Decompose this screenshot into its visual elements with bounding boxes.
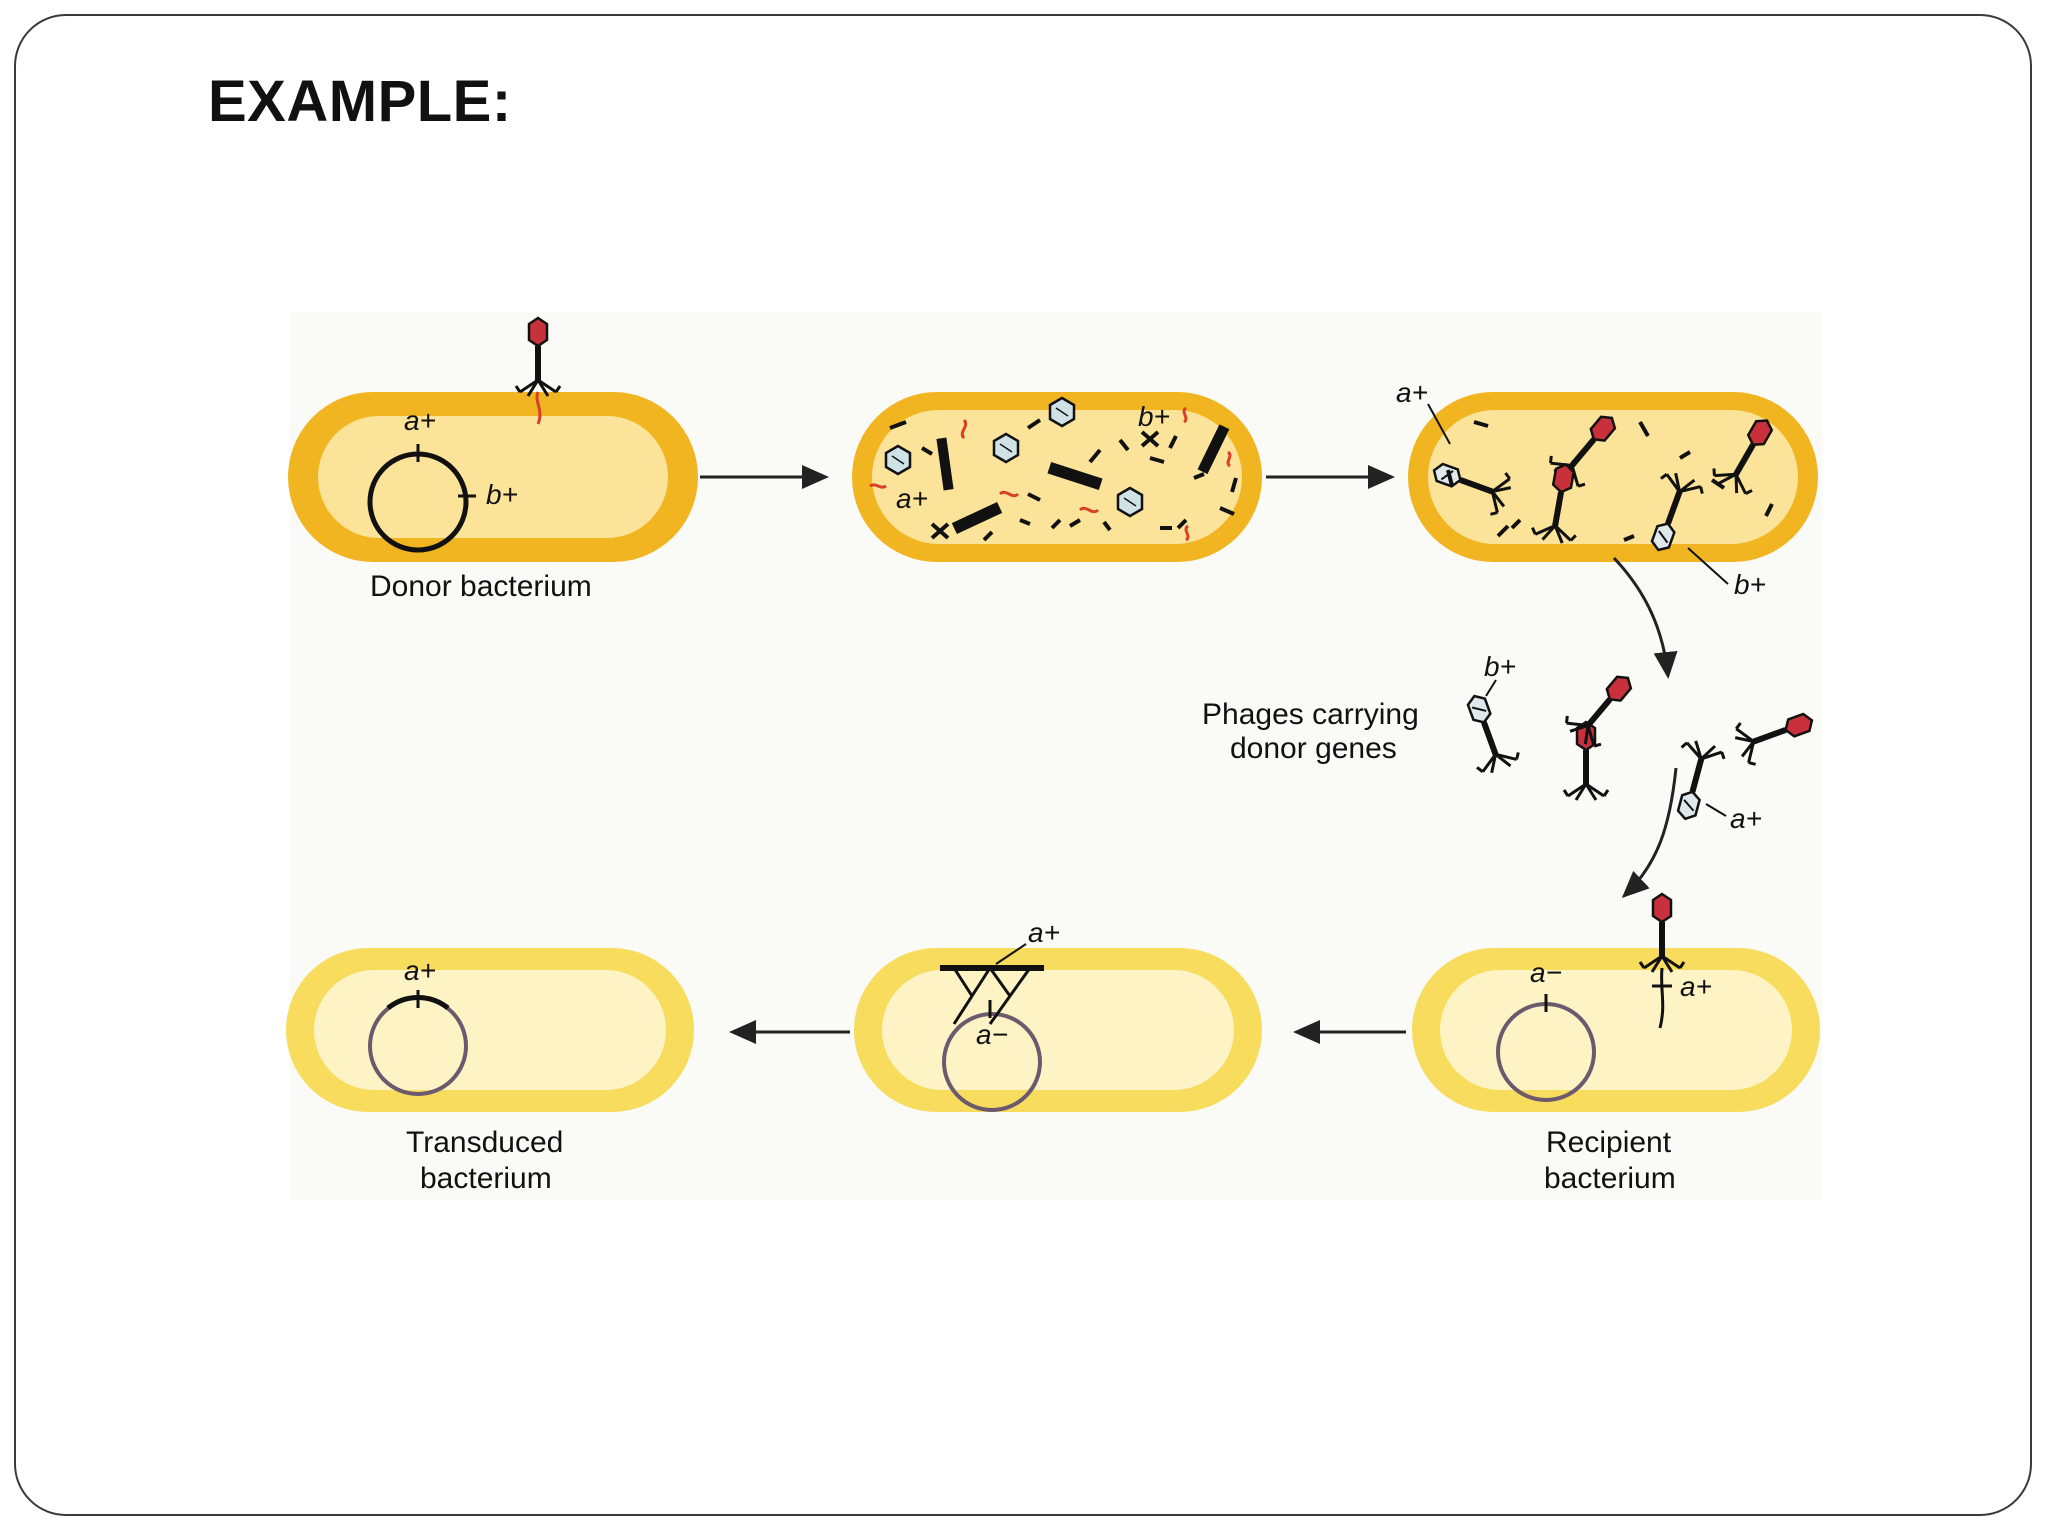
released-gene-a-plus-label: a+ (1730, 803, 1762, 834)
phage-icon (1559, 662, 1647, 754)
recipient-cell: a− a+ (1412, 892, 1820, 1112)
donor-cell: a+ b+ (288, 316, 698, 562)
arrow-infection (1621, 767, 1678, 899)
recipient-cell-cytoplasm (1440, 970, 1792, 1090)
transduced-label-line2: bacterium (420, 1162, 552, 1195)
arrow-release (1612, 556, 1678, 679)
phages-carrying-label-line1: Phages carrying (1202, 698, 1419, 731)
filled-gene-a-plus-label: a+ (1396, 377, 1428, 408)
injected-dna-icon (535, 391, 542, 425)
recipient-gene-a-minus-label: a− (1530, 957, 1562, 988)
transduced-gene-a-plus-label: a+ (404, 955, 436, 986)
phage-icon (1729, 698, 1821, 770)
lysing-gene-a-plus-label: a+ (896, 483, 928, 514)
recombination-gene-a-plus-label: a+ (1028, 917, 1060, 948)
released-phages: b+ a+ (1452, 651, 1821, 834)
filled-gene-b-plus-label: b+ (1734, 569, 1766, 600)
donor-bacterium-label: Donor bacterium (370, 570, 592, 603)
transduced-cell: a+ (286, 948, 694, 1112)
lysing-gene-b-plus-label: b+ (1138, 401, 1170, 432)
slide-title: EXAMPLE: (208, 69, 512, 134)
injected-gene-a-plus-label: a+ (1680, 971, 1712, 1002)
recombination-cell: a+ a− (854, 917, 1262, 1112)
recombination-gene-a-minus-label: a− (976, 1019, 1008, 1050)
released-gene-b-plus-label: b+ (1484, 651, 1516, 682)
lysing-cell: b+ a+ (852, 392, 1262, 562)
recombining-chromosome (942, 1012, 1042, 1112)
transduced-cell-cytoplasm (314, 970, 666, 1090)
phage-b-plus-icon (1452, 687, 1524, 779)
phages-carrying-label-line2: donor genes (1230, 732, 1397, 765)
recipient-label-line1: Recipient (1546, 1126, 1672, 1159)
infecting-phage-icon (514, 316, 562, 398)
recipient-label-line2: bacterium (1544, 1162, 1676, 1195)
phage-filled-cell: a+ b+ (1396, 377, 1818, 600)
donor-cell-cytoplasm (318, 416, 668, 538)
donor-gene-b-plus-label: b+ (486, 479, 518, 510)
donor-gene-a-plus-label: a+ (404, 405, 436, 436)
transduced-label-line1: Transduced (406, 1126, 563, 1159)
